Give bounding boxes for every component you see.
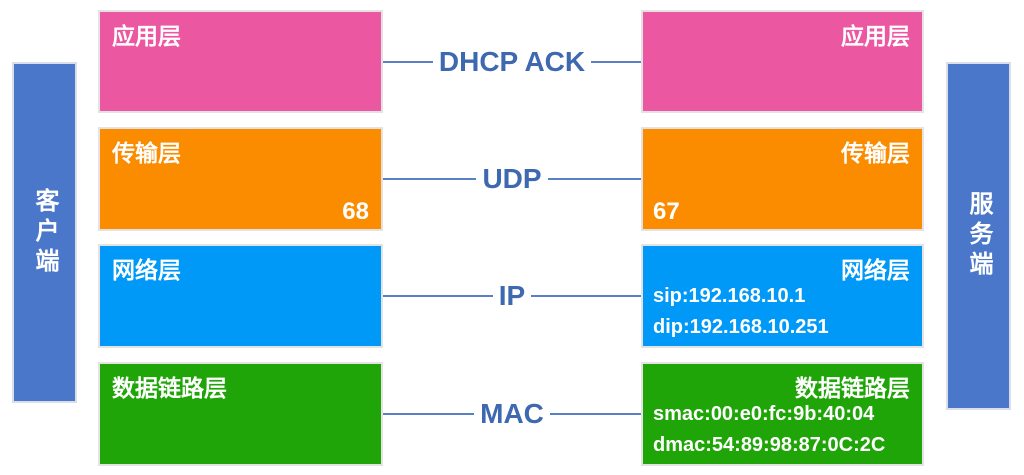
server-network-layer-box: 网络层 sip:192.168.10.1 dip:192.168.10.251 [641, 244, 924, 348]
destination-ip: dip:192.168.10.251 [653, 316, 829, 338]
layer-title: 数据链路层 [112, 375, 227, 401]
destination-mac: dmac:54:89:98:87:0C:2C [653, 434, 886, 456]
link-transport: UDP [383, 159, 641, 199]
layer-title: 传输层 [841, 140, 910, 166]
client-network-layer-box: 网络层 [98, 244, 383, 348]
link-label-dhcp-ack: DHCP ACK [438, 46, 586, 77]
source-ip: sip:192.168.10.1 [653, 285, 806, 307]
layer-title: 数据链路层 [795, 375, 910, 401]
server-udp-port: 67 [653, 198, 680, 225]
client-transport-layer-box: 传输层 68 [98, 127, 383, 231]
link-label-udp: UDP [482, 163, 542, 194]
layer-title: 应用层 [112, 23, 181, 49]
layer-title: 传输层 [112, 140, 181, 166]
server-datalink-layer-box: 数据链路层 smac:00:e0:fc:9b:40:04 dmac:54:89:… [641, 362, 924, 466]
link-line-right [531, 295, 641, 297]
client-application-layer-box: 应用层 [98, 10, 383, 113]
server-label: 服务端 [965, 191, 992, 281]
link-line-left [383, 178, 477, 180]
client-bar: 客户端 [12, 62, 77, 403]
link-line-left [383, 61, 433, 63]
link-network: IP [383, 276, 641, 316]
layer-title: 应用层 [841, 23, 910, 49]
link-application: DHCP ACK [383, 42, 642, 82]
server-bar: 服务端 [946, 62, 1011, 410]
source-mac: smac:00:e0:fc:9b:40:04 [653, 403, 875, 425]
ip-addresses: sip:192.168.10.1 dip:192.168.10.251 [653, 281, 829, 343]
client-udp-port: 68 [342, 198, 369, 225]
server-transport-layer-box: 传输层 67 [641, 127, 924, 231]
mac-addresses: smac:00:e0:fc:9b:40:04 dmac:54:89:98:87:… [653, 399, 885, 461]
layer-title: 网络层 [841, 257, 910, 283]
client-label: 客户端 [31, 187, 58, 278]
link-line-right [549, 413, 642, 415]
link-line-right [591, 61, 642, 63]
server-application-layer-box: 应用层 [641, 10, 924, 113]
link-line-right [547, 178, 641, 180]
client-datalink-layer-box: 数据链路层 [98, 362, 383, 466]
layer-title: 网络层 [112, 257, 181, 283]
link-label-ip: IP [498, 280, 526, 311]
link-label-mac: MAC [480, 398, 544, 429]
link-line-left [383, 295, 493, 297]
link-datalink: MAC [383, 394, 642, 434]
link-line-left [383, 413, 475, 415]
